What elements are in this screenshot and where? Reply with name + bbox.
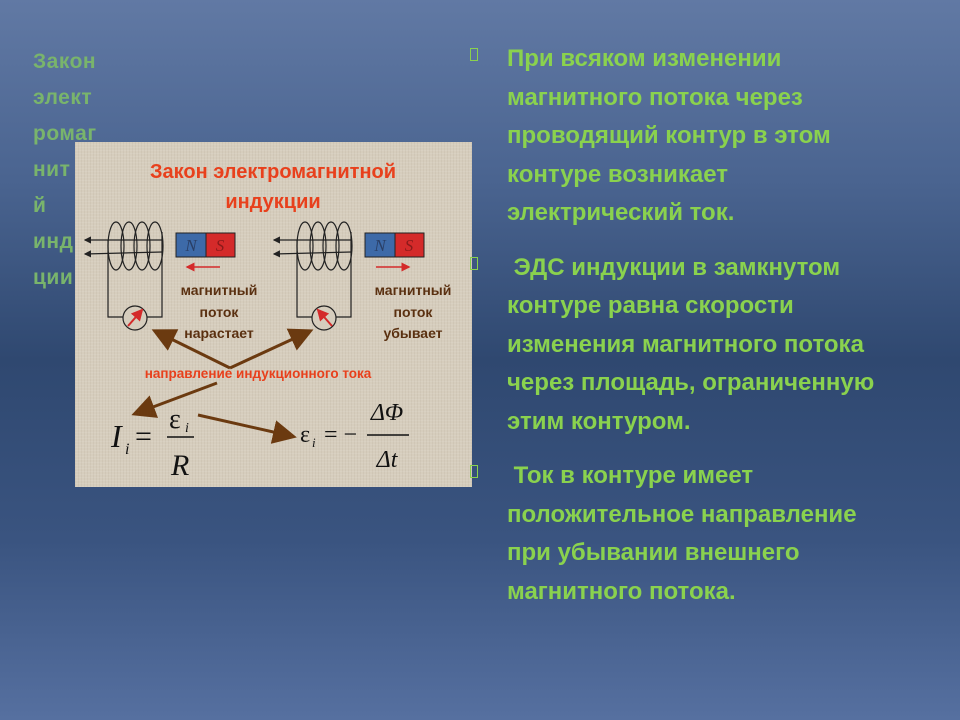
- title-line: ромаг: [33, 122, 97, 145]
- flux-label-left: магнитный: [181, 282, 258, 298]
- svg-text:Δt: Δt: [376, 447, 399, 473]
- bullet-item: Ток в контуре имеет положительное направ…: [470, 457, 940, 611]
- bullet-icon: [470, 48, 478, 61]
- north-pole-label: N: [184, 236, 198, 255]
- galvanometer-right-icon: [311, 305, 337, 331]
- title-line: Закон: [33, 50, 97, 73]
- flux-label-left: нарастает: [184, 325, 254, 341]
- bullet-text: контуре равна скорости: [507, 292, 794, 319]
- magnet-left: N S: [175, 232, 236, 258]
- bullet-icon: [470, 256, 478, 270]
- pointer-arrow: [197, 413, 297, 444]
- coil-left: [83, 221, 164, 318]
- galvanometer-left-icon: [122, 305, 148, 331]
- south-pole-label: S: [216, 236, 225, 255]
- bullet-text: контуре возникает: [507, 160, 729, 188]
- slide-title: Закон элект ромаг нит й инд ции: [33, 44, 113, 296]
- bullet-text: этим контуром.: [507, 407, 691, 435]
- bullet-text: При всяком изменении: [507, 45, 782, 72]
- bullet-text: магнитного потока через: [507, 83, 803, 111]
- svg-text:ΔΦ: ΔΦ: [370, 400, 403, 426]
- figure-title: индукции: [225, 191, 320, 213]
- title-line: инд: [33, 230, 74, 253]
- bullet-item: ЭДС индукции в замкнутом контуре равна с…: [470, 249, 940, 442]
- pointer-arrow: [131, 381, 218, 418]
- pointer-arrow: [151, 329, 231, 370]
- bullet-text: изменения магнитного потока: [507, 330, 864, 358]
- flux-label-right: убывает: [383, 325, 442, 341]
- svg-text:i: i: [312, 435, 316, 450]
- svg-text:i: i: [125, 441, 129, 458]
- svg-text:R: R: [170, 449, 189, 482]
- title-line: й: [33, 194, 47, 217]
- bullet-text: при убывании внешнего: [507, 539, 800, 566]
- bullet-list: При всяком изменении магнитного потока ч…: [470, 40, 940, 627]
- title-line: ции: [33, 266, 74, 289]
- bullet-text: Ток в контуре имеет: [507, 462, 754, 489]
- bullet-item: При всяком изменении магнитного потока ч…: [470, 40, 940, 233]
- north-pole-label: N: [373, 236, 387, 255]
- svg-text:I: I: [110, 418, 123, 454]
- svg-text:= −: = −: [324, 422, 357, 448]
- formula-emf: ε i = − ΔΦ Δt: [300, 400, 409, 473]
- bullet-text: ЭДС индукции в замкнутом: [507, 253, 841, 281]
- svg-text:=: =: [135, 420, 152, 453]
- bullet-text: магнитного потока.: [507, 577, 736, 605]
- bullet-icon: [470, 465, 478, 478]
- svg-text:i: i: [185, 421, 189, 436]
- bullet-text: электрический ток.: [507, 199, 735, 226]
- induction-diagram: Закон электромагнитной индукции N S N S …: [75, 142, 472, 487]
- svg-text:ε: ε: [300, 422, 310, 448]
- coil-right: [272, 221, 353, 318]
- bullet-text: положительное направление: [507, 500, 857, 528]
- title-line: элект: [33, 86, 93, 109]
- magnet-right: N S: [364, 232, 425, 258]
- figure-title: Закон электромагнитной: [150, 161, 396, 183]
- svg-text:ε: ε: [169, 404, 181, 435]
- formula-ohm: I i = ε i R: [110, 404, 194, 482]
- current-direction-label: направление индукционного тока: [145, 366, 372, 381]
- flux-label-right: магнитный: [375, 282, 452, 298]
- pointer-arrow: [229, 328, 314, 370]
- flux-label-left: поток: [200, 304, 240, 320]
- bullet-text: проводящий контур в этом: [507, 122, 831, 149]
- flux-label-right: поток: [394, 304, 434, 320]
- title-line: нит: [33, 158, 71, 181]
- bullet-text: через площадь, ограниченную: [507, 369, 875, 396]
- south-pole-label: S: [405, 236, 414, 255]
